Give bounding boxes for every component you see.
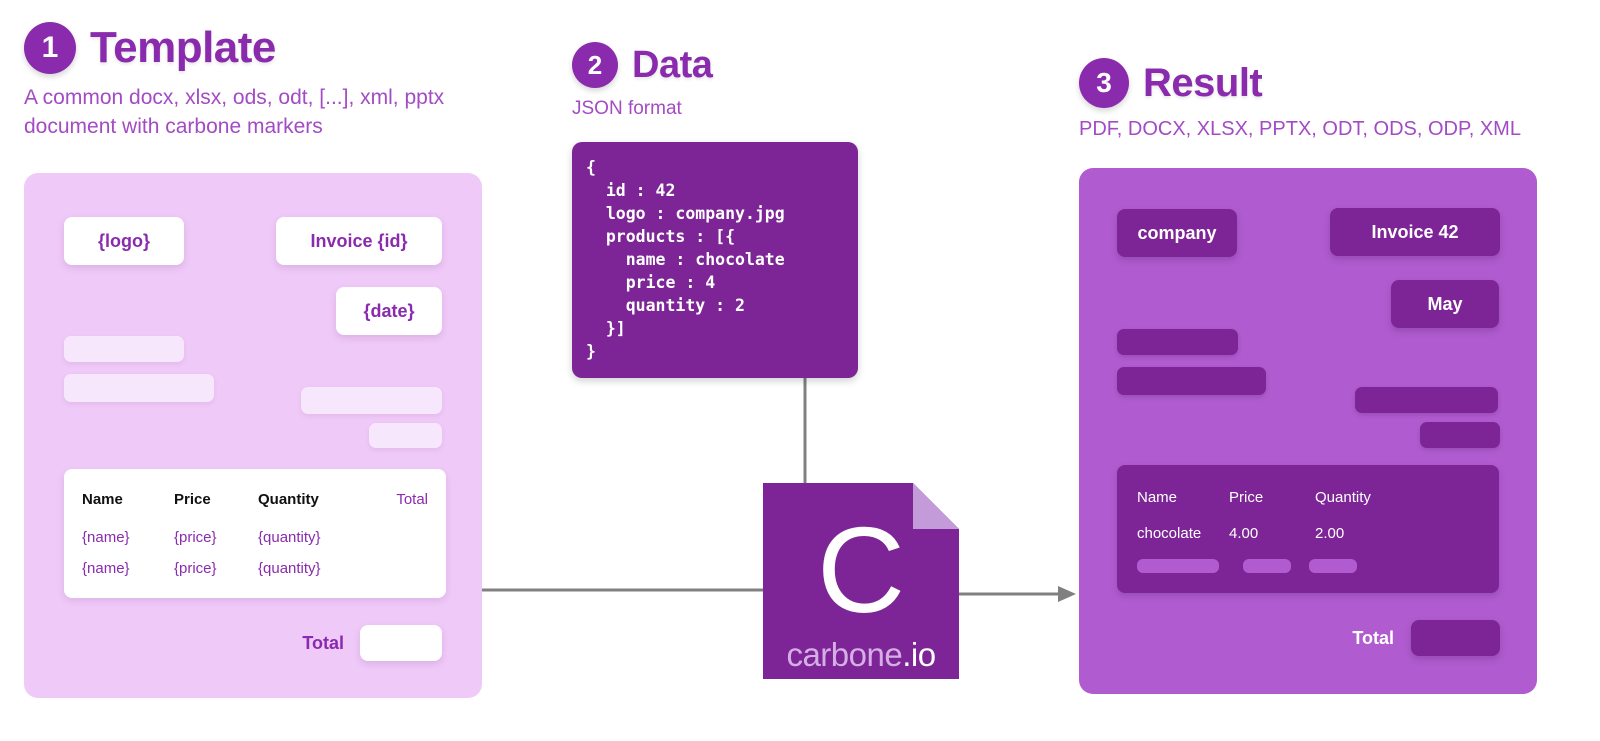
carbone-tld: .io xyxy=(902,636,936,673)
step-1-title-row: 1 Template xyxy=(24,22,494,74)
result-placeholder-bar xyxy=(1117,329,1238,355)
step-2-title: Data xyxy=(632,44,713,86)
step-1-header: 1 Template A common docx, xlsx, ods, odt… xyxy=(24,22,494,142)
result-table: Name Price Quantity chocolate 4.00 2.00 xyxy=(1117,465,1499,593)
result-total-label: Total xyxy=(1352,628,1394,648)
carbone-wordmark: carbone.io xyxy=(763,638,959,671)
template-table: Name Price Quantity Total {name} {price}… xyxy=(64,469,446,598)
result-cell-price: 4.00 xyxy=(1229,525,1259,542)
template-cell-quantity: {quantity} xyxy=(258,529,321,546)
template-table-header-row: Name Price Quantity Total xyxy=(64,491,446,508)
carbone-c-mark: C xyxy=(816,502,906,638)
table-row: {name} {price} {quantity} xyxy=(64,560,446,577)
result-card: company Invoice 42 May Name Price Quanti… xyxy=(1079,168,1537,694)
carbone-logo: C carbone.io xyxy=(763,483,959,679)
template-col-header-name: Name xyxy=(82,491,123,508)
step-3-number-badge: 3 xyxy=(1079,58,1129,108)
result-placeholder-bar xyxy=(1117,367,1266,395)
result-placeholder-bar xyxy=(1420,422,1500,448)
result-col-header-price: Price xyxy=(1229,489,1264,506)
step-1-subtitle: A common docx, xlsx, ods, odt, [...], xm… xyxy=(24,86,445,138)
template-total-value xyxy=(360,625,442,661)
template-total-label: Total xyxy=(302,633,344,653)
template-placeholder-bar xyxy=(369,423,442,448)
template-placeholder-bar xyxy=(64,374,214,402)
template-card: {logo} Invoice {id} {date} Name Price Qu… xyxy=(24,173,482,698)
result-skeleton-bar xyxy=(1309,559,1357,573)
result-table-header-row: Name Price Quantity xyxy=(1117,489,1499,506)
template-col-header-quantity: Quantity xyxy=(258,491,319,508)
result-total-value xyxy=(1411,620,1500,656)
result-col-header-name: Name xyxy=(1137,489,1178,506)
result-logo-field: company xyxy=(1117,209,1237,257)
result-invoice-field: Invoice 42 xyxy=(1330,208,1500,256)
result-cell-name: chocolate xyxy=(1137,525,1202,542)
step-3-subtitle: PDF, DOCX, XLSX, PPTX, ODT, ODS, ODP, XM… xyxy=(1079,118,1521,140)
json-code-block: { id : 42 logo : company.jpg products : … xyxy=(586,158,785,361)
carbone-document-icon xyxy=(763,483,959,679)
result-cell-quantity: 2.00 xyxy=(1315,525,1345,542)
step-2-number-badge: 2 xyxy=(572,42,618,88)
step-3-title: Result xyxy=(1143,61,1263,105)
table-row: chocolate 4.00 2.00 xyxy=(1117,525,1499,542)
table-row: {name} {price} {quantity} xyxy=(64,529,446,546)
step-2-subtitle: JSON format xyxy=(572,98,682,119)
template-placeholder-bar xyxy=(301,387,442,414)
template-cell-price: {price} xyxy=(174,560,217,577)
template-cell-quantity: {quantity} xyxy=(258,560,321,577)
template-cell-price: {price} xyxy=(174,529,217,546)
carbone-word: carbone xyxy=(786,636,903,673)
template-cell-name: {name} xyxy=(82,560,130,577)
json-data-card: { id : 42 logo : company.jpg products : … xyxy=(572,142,858,378)
template-cell-name: {name} xyxy=(82,529,130,546)
result-col-header-quantity: Quantity xyxy=(1315,489,1371,506)
template-date-field: {date} xyxy=(336,287,442,335)
step-2-header: 2 Data JSON format xyxy=(572,42,713,122)
step-1-number-badge: 1 xyxy=(24,22,76,74)
template-placeholder-bar xyxy=(64,336,184,362)
result-skeleton-bar xyxy=(1243,559,1291,573)
step-3-header: 3 Result PDF, DOCX, XLSX, PPTX, ODT, ODS… xyxy=(1079,58,1521,144)
result-date-field: May xyxy=(1391,280,1499,328)
template-col-header-total: Total xyxy=(396,491,428,508)
step-1-title: Template xyxy=(90,23,276,72)
template-logo-field: {logo} xyxy=(64,217,184,265)
template-invoice-field: Invoice {id} xyxy=(276,217,442,265)
arrowhead-icon xyxy=(1058,586,1076,602)
template-col-header-price: Price xyxy=(174,491,211,508)
step-2-title-row: 2 Data xyxy=(572,42,713,88)
result-skeleton-bar xyxy=(1137,559,1219,573)
step-3-title-row: 3 Result xyxy=(1079,58,1521,108)
result-placeholder-bar xyxy=(1355,387,1498,413)
